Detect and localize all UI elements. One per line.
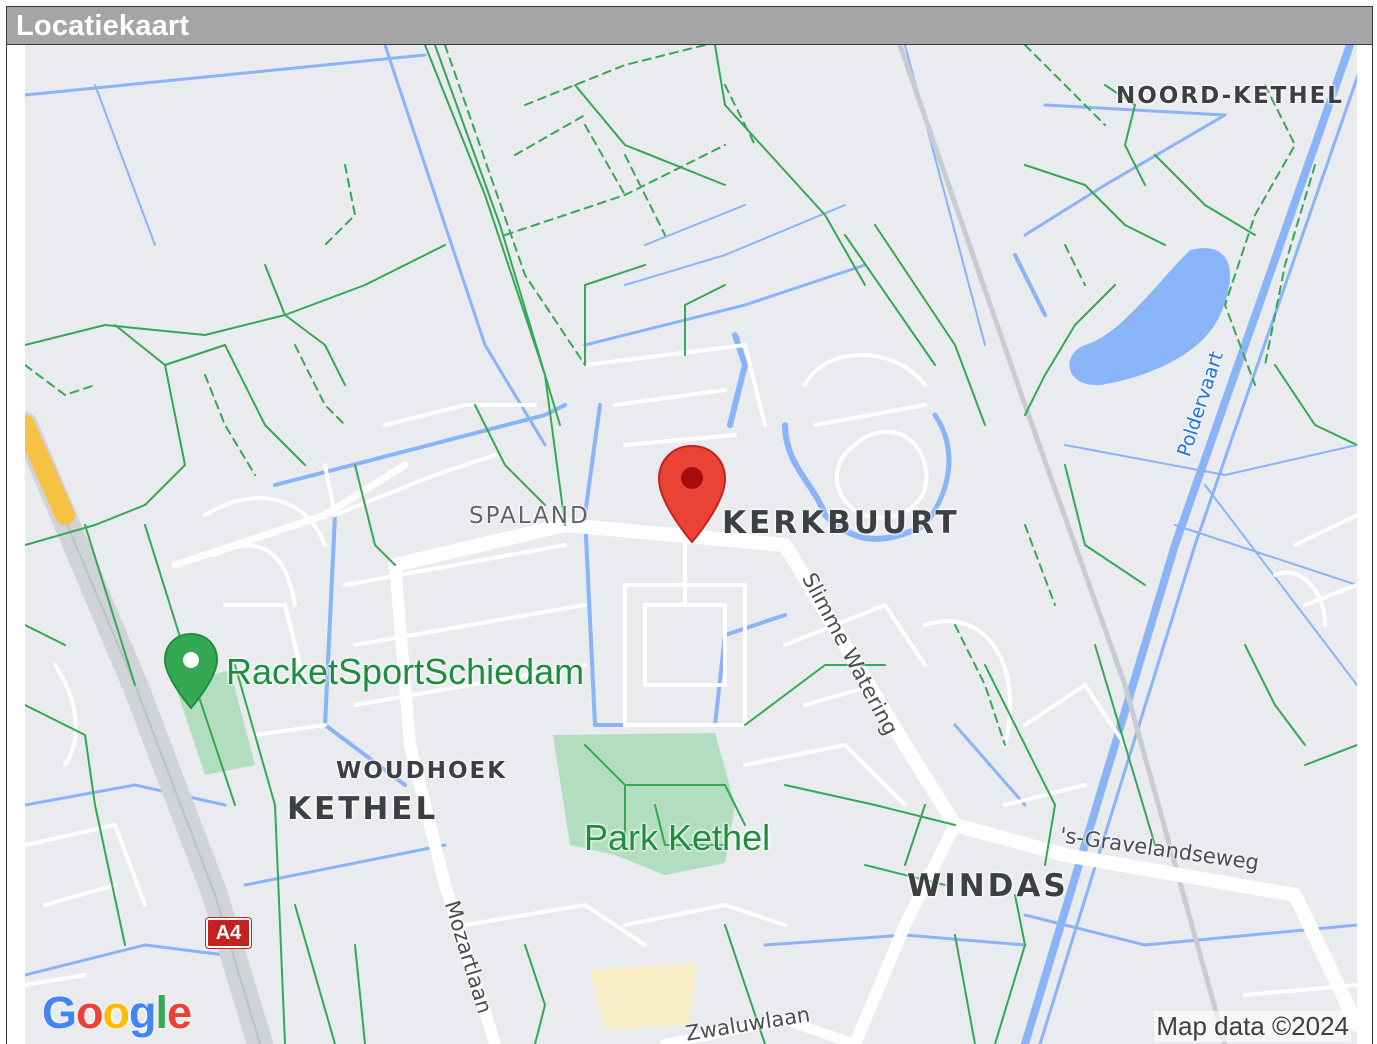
highway-shield-a4: A4 [206, 918, 251, 948]
place-label-kerkbuurt: KERKBUURT [722, 505, 960, 541]
place-label-spaland: SPALAND [469, 503, 590, 529]
place-label-noord-kethel: NOORD-KETHEL [1116, 83, 1344, 109]
poi-marker-icon[interactable] [163, 632, 219, 712]
place-label-kethel: KETHEL [287, 791, 439, 827]
poi-label-park-kethel[interactable]: Park Kethel [584, 817, 771, 858]
location-pin-icon[interactable] [656, 444, 728, 544]
map-base-layer [25, 45, 1357, 1044]
map-attribution[interactable]: Map data ©2024 [1154, 1011, 1351, 1042]
panel-title: Locatiekaart [16, 10, 190, 42]
place-label-windas: WINDAS [907, 868, 1069, 904]
google-logo: Google [42, 987, 192, 1038]
map-canvas[interactable]: NOORD-KETHEL SPALAND KERKBUURT WOUDHOEK … [25, 45, 1357, 1044]
panel-header: Locatiekaart [7, 7, 1372, 45]
poi-label-racketsportschiedam[interactable]: RacketSportSchiedam [226, 651, 585, 692]
place-label-woudhoek: WOUDHOEK [336, 758, 508, 784]
